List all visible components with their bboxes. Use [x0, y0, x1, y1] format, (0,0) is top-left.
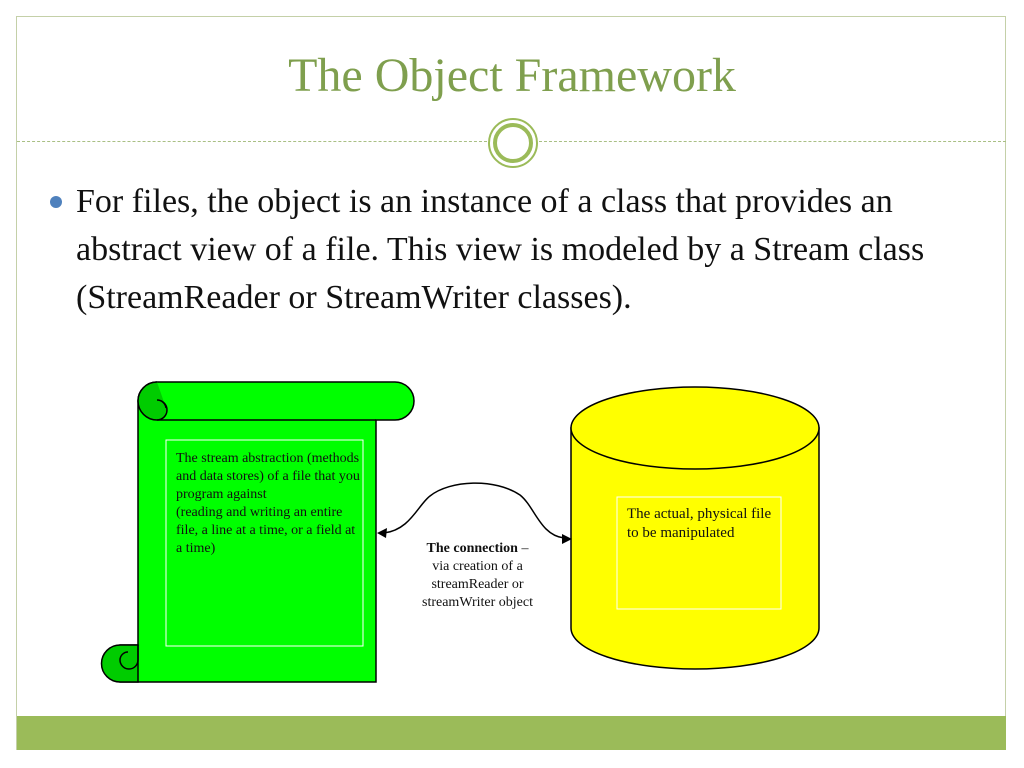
footer-bar: [17, 716, 1006, 750]
scroll-text: The stream abstraction (methods and data…: [176, 451, 360, 556]
connection-dash: –: [517, 541, 529, 556]
title-divider-right: [539, 141, 1006, 142]
scroll-shape: [100, 381, 415, 683]
bullet-icon: [50, 196, 62, 208]
connection-label: The connection – via creation of a strea…: [405, 540, 550, 612]
slide-title: The Object Framework: [288, 49, 736, 102]
title-divider-left: [17, 141, 487, 142]
bullet-text: For files, the object is an instance of …: [76, 183, 925, 316]
circle-ornament-icon: [488, 118, 538, 168]
cylinder-text: The actual, physical file to be manipula…: [627, 506, 772, 541]
connection-arrow: [377, 482, 572, 544]
connection-detail: via creation of a streamReader or stream…: [422, 559, 533, 610]
cylinder-inner-box: [616, 496, 782, 610]
connection-title: The connection: [426, 541, 518, 556]
scroll-inner-box: [165, 439, 364, 647]
